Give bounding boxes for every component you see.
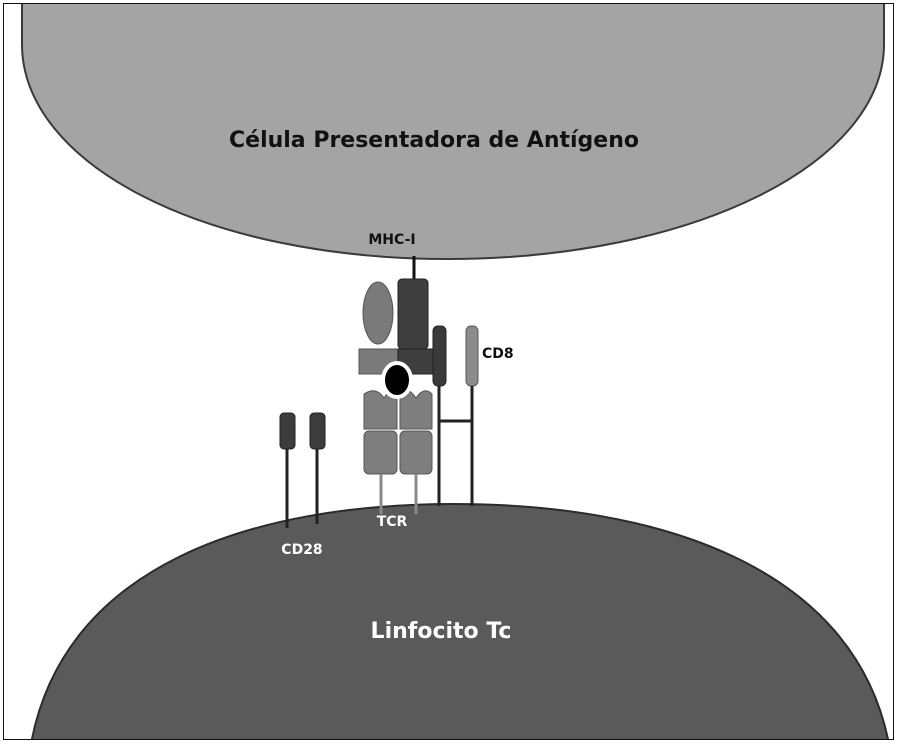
cd28-molecule	[279, 412, 326, 528]
cd8-molecule	[432, 325, 479, 506]
tc-cell	[31, 502, 889, 739]
tc-label: Linfocito Tc	[371, 619, 512, 644]
cd8-label: CD8	[482, 346, 514, 362]
apc-label: Célula Presentadora de Antígeno	[229, 128, 639, 153]
immune-synapse-diagram: Célula Presentadora de Antígeno Linfocit…	[21, 4, 889, 739]
tcr-label: TCR	[377, 514, 408, 530]
diagram-frame: Célula Presentadora de Antígeno Linfocit…	[3, 3, 894, 740]
tcr-molecule	[363, 389, 433, 514]
cd28-label: CD28	[281, 542, 322, 558]
apc-cell	[21, 4, 885, 261]
mhc-label: MHC-I	[368, 232, 415, 248]
peptide-antigen	[381, 361, 413, 399]
mhc-i-molecule	[358, 256, 435, 375]
